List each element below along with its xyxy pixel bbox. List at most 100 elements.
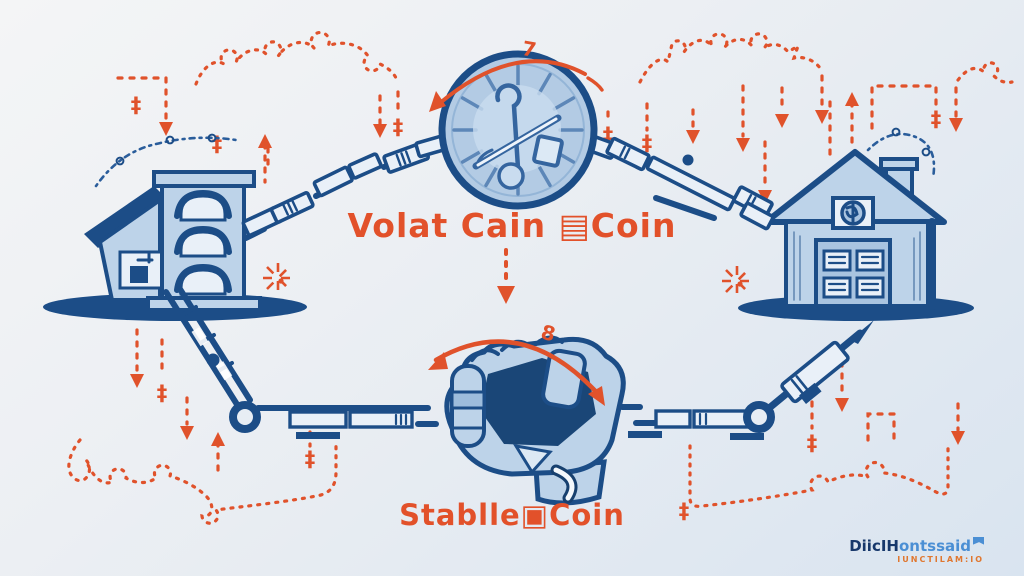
track-connector	[653, 195, 717, 221]
arc-glyph: 8	[538, 320, 558, 347]
dagger-mark: ‡	[157, 381, 168, 405]
volatile-coin-icon	[438, 50, 598, 210]
loop-squiggle-path	[688, 444, 950, 508]
dagger-marks: ‡ ‡ ‡ ‡ ‡ ‡ ‡ ‡ ‡ ‡	[131, 93, 942, 523]
rail-foot	[730, 433, 764, 440]
left-building	[43, 170, 307, 321]
arrow-down-icon	[815, 110, 829, 124]
rail-block	[288, 410, 348, 429]
arrow-head-icon	[429, 91, 446, 112]
arched-window	[174, 189, 232, 222]
dagger-mark: ‡	[642, 131, 653, 155]
arrow-down-icon	[180, 426, 194, 440]
rail-block	[348, 410, 414, 429]
arrow-down-icon	[951, 431, 965, 445]
ladder-highlight	[191, 327, 209, 347]
arrow-down-icon	[736, 138, 750, 152]
right-building	[738, 149, 974, 321]
tower-cornice	[152, 170, 256, 188]
center-flow-arrow	[497, 248, 515, 304]
loop-squiggle-path	[67, 438, 338, 525]
thumb-band	[450, 390, 486, 410]
ladder-rail	[163, 289, 241, 409]
rail-ring-joint	[743, 401, 775, 433]
coin-emblem-icon	[472, 83, 564, 190]
dagger-mark: ‡	[212, 132, 223, 156]
rail-left	[163, 283, 439, 439]
rail-block	[654, 409, 692, 429]
track-arc-left	[241, 133, 450, 241]
loop-squiggle-path	[638, 32, 822, 84]
lever-nub	[799, 382, 822, 404]
volatile-coin-title: Volat Cain ▤Coin	[347, 206, 677, 245]
arrow-up-icon	[211, 432, 225, 446]
track-segment	[312, 165, 354, 198]
ladder-rail	[175, 283, 253, 403]
rail-right	[581, 320, 874, 440]
dashed-flow-decorations	[67, 30, 1014, 525]
sparkle-burst-icon	[263, 263, 293, 293]
arrow-up-icon	[258, 134, 272, 148]
rail-foot	[628, 431, 662, 438]
arrow-down-icon	[130, 374, 144, 388]
arrow-down-icon	[497, 286, 515, 304]
arrow-head-icon	[428, 352, 448, 370]
watermark-flag-icon	[973, 536, 984, 545]
loop-squiggle-path	[956, 61, 1014, 84]
arrow-down-icon	[686, 130, 700, 144]
dagger-mark: ‡	[603, 123, 614, 147]
window-detail	[136, 251, 154, 264]
fist-icon	[444, 335, 626, 506]
dashed-corner-path	[116, 76, 168, 122]
arrow-down-icon	[775, 114, 789, 128]
track-dot	[682, 154, 694, 166]
rail-block	[692, 409, 750, 429]
chimney-cap	[879, 157, 919, 171]
dashed-bracket-path	[870, 84, 938, 130]
track-segment	[347, 152, 383, 180]
rail-ring-joint	[229, 401, 261, 433]
dagger-mark: ‡	[393, 115, 404, 139]
arc-glyph: 7	[520, 36, 538, 62]
dagger-mark: ‡	[679, 499, 690, 523]
emblem-swirl	[845, 200, 859, 226]
pulley-dot	[206, 353, 220, 367]
door-panes	[822, 249, 885, 299]
watermark-brand-bold: DiicIH	[849, 536, 899, 555]
lever-tip	[850, 320, 874, 344]
rail-foot	[296, 432, 340, 439]
arrow-down-icon	[159, 122, 173, 136]
dagger-mark: ‡	[807, 431, 818, 455]
building-base	[146, 296, 262, 312]
track-segment	[739, 201, 775, 231]
curl-arrow-icon	[553, 467, 575, 501]
dagger-mark: ‡	[131, 93, 142, 117]
arrow-down-icon	[758, 190, 772, 204]
dagger-mark: ‡	[305, 447, 316, 471]
forefinger	[541, 348, 587, 410]
scribble-glyphs-right	[866, 127, 936, 180]
scribble-glyphs-left	[94, 133, 238, 188]
window-contents	[130, 266, 148, 283]
finger-fold	[512, 443, 553, 475]
ladder-highlight	[215, 361, 233, 381]
stable-coin-title: Stablle▣Coin	[399, 498, 625, 532]
dagger-mark: ‡	[931, 107, 942, 131]
arrow-up-icon	[845, 92, 859, 106]
arrow-down-icon	[373, 124, 387, 138]
track-segment-long	[645, 155, 736, 212]
watermark: DiicIHontssaid IUNCTILAM:IO	[849, 536, 984, 564]
watermark-brand-light: ontssaid	[898, 536, 971, 555]
arrow-down-icon	[835, 398, 849, 412]
track-segment	[269, 191, 315, 224]
arrow-head-icon	[588, 386, 605, 406]
arched-window	[174, 225, 232, 258]
sparkle-burst-icon	[722, 266, 752, 296]
track-arc-right	[581, 133, 775, 231]
watermark-tagline: IUNCTILAM:IO	[897, 554, 984, 564]
loop-squiggle-path	[194, 30, 398, 86]
hand-cycle-arrow: 8	[428, 320, 605, 406]
dashed-step-path	[866, 412, 896, 444]
